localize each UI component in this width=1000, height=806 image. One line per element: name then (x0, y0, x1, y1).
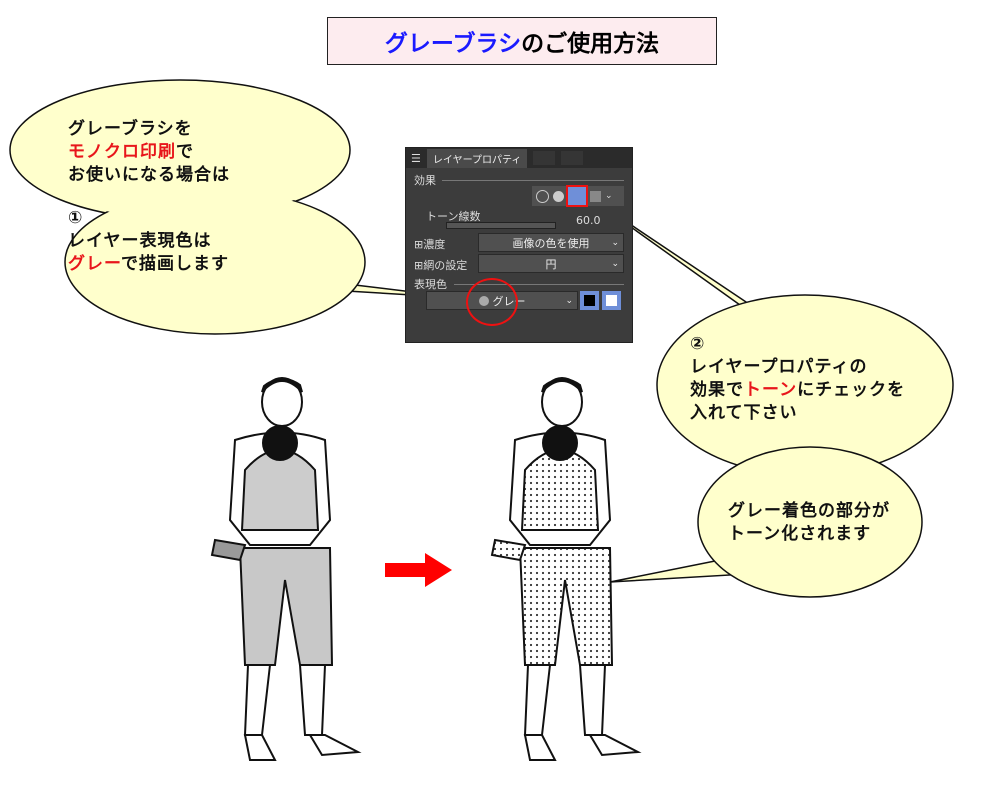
effect-none-button[interactable] (536, 189, 549, 203)
highlight-circle (466, 278, 518, 326)
effect-other-button[interactable] (590, 190, 601, 202)
tone-lines-slider[interactable] (446, 222, 556, 229)
expression-color-label: 表現色 (414, 278, 447, 291)
black-color-button[interactable] (580, 291, 599, 310)
menu-icon[interactable]: ☰ (411, 151, 421, 165)
page-title: グレーブラシのご使用方法 (327, 17, 717, 65)
bubble1-text: グレーブラシを モノクロ印刷で お使いになる場合は ① レイヤー表現色は グレー… (68, 119, 230, 274)
figure-after (490, 377, 642, 761)
speech-bubble-3 (609, 446, 923, 598)
white-color-button[interactable] (602, 291, 621, 310)
density-dropdown[interactable]: 画像の色を使用⌄ (478, 233, 624, 252)
screen-label: ⊞網の設定 (414, 259, 468, 272)
chevron-down-icon: ⌄ (611, 258, 619, 269)
screen-dropdown[interactable]: 円⌄ (478, 254, 624, 273)
bubble3-text: グレー着色の部分が トーン化されます (728, 501, 890, 544)
tone-lines-value[interactable]: 60.0 (576, 214, 601, 227)
tab-layer-property[interactable]: レイヤープロパティ (426, 148, 528, 168)
chevron-down-icon: ⌄ (611, 237, 619, 248)
figure-before (210, 377, 362, 761)
tab-2[interactable] (533, 151, 556, 165)
effect-label: 効果 (414, 174, 436, 187)
effect-border-button[interactable] (553, 190, 564, 202)
effect-buttons: ⌄ (532, 186, 624, 206)
tone-effect-button[interactable] (568, 187, 586, 205)
chevron-down-icon: ⌄ (565, 295, 573, 306)
layer-property-panel: ☰ レイヤープロパティ 効果 ⌄ トーン線数 60.0 ⊞濃度 画像の色を使用⌄… (405, 147, 633, 343)
density-label: ⊞濃度 (414, 238, 446, 251)
tab-3[interactable] (561, 151, 584, 165)
bubble2-text: ② レイヤープロパティの 効果でトーンにチェックを 入れて下さい (690, 334, 906, 423)
arrow-right-icon (385, 553, 452, 587)
tone-lines-label: トーン線数 (426, 210, 481, 223)
speech-bubble-1 (9, 79, 463, 335)
chevron-down-icon[interactable]: ⌄ (605, 191, 613, 201)
panel-tabbar: ☰ レイヤープロパティ (406, 148, 632, 168)
